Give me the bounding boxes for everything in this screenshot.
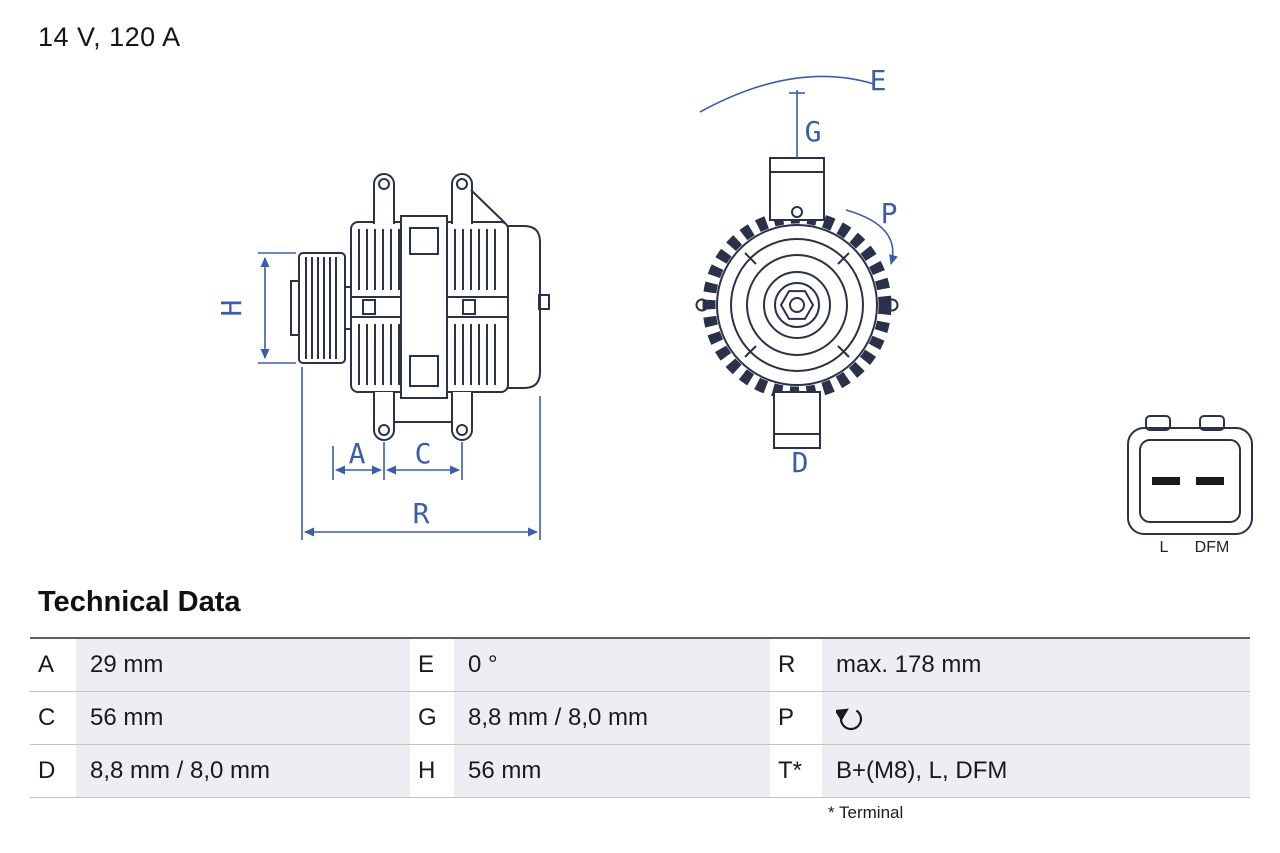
page-title: 14 V, 120 A [38, 22, 181, 52]
alternator-technical-drawing: H A C R E G P D [215, 64, 1253, 556]
front-view-dimensions [699, 75, 898, 265]
dim-label-p: P [881, 197, 898, 230]
dim-label-a: A [349, 437, 366, 470]
param-key-h: H [410, 745, 454, 797]
table-row: A 29 mm E 0 ° R max. 178 mm [30, 639, 1250, 692]
table-row: D 8,8 mm / 8,0 mm H 56 mm T* B+(M8), L, … [30, 745, 1250, 798]
param-value-a: 29 mm [76, 639, 410, 691]
param-value-r: max. 178 mm [822, 639, 1250, 691]
param-key-d: D [30, 745, 76, 797]
dim-label-g: G [805, 115, 822, 148]
param-key-p: P [770, 692, 822, 744]
param-value-e: 0 ° [454, 639, 770, 691]
param-value-d: 8,8 mm / 8,0 mm [76, 745, 410, 797]
dim-label-d: D [792, 446, 809, 479]
dim-label-c: C [415, 437, 432, 470]
alternator-side-view [290, 173, 550, 441]
param-key-r: R [770, 639, 822, 691]
rotation-direction-icon [836, 708, 863, 731]
dim-label-r: R [413, 497, 430, 530]
connector-pin-dfm [1196, 477, 1224, 485]
param-value-h: 56 mm [454, 745, 770, 797]
connector-label-dfm: DFM [1195, 539, 1230, 556]
connector-label-l: L [1160, 539, 1169, 556]
side-view-dimensions [258, 252, 541, 540]
technical-data-heading: Technical Data [38, 586, 241, 618]
dim-label-e: E [870, 64, 887, 97]
param-key-g: G [410, 692, 454, 744]
param-key-t: T* [770, 745, 822, 797]
alternator-front-view [695, 157, 899, 449]
dim-label-h: H [215, 300, 248, 317]
param-value-p [822, 692, 1250, 744]
param-value-c: 56 mm [76, 692, 410, 744]
technical-data-table: A 29 mm E 0 ° R max. 178 mm C 56 mm G 8,… [30, 637, 1250, 798]
connector-pin-l [1152, 477, 1180, 485]
param-key-e: E [410, 639, 454, 691]
terminal-footnote: * Terminal [828, 803, 904, 822]
table-row: C 56 mm G 8,8 mm / 8,0 mm P [30, 692, 1250, 745]
param-value-t: B+(M8), L, DFM [822, 745, 1250, 797]
param-value-g: 8,8 mm / 8,0 mm [454, 692, 770, 744]
connector-diagram [1127, 415, 1253, 535]
param-key-c: C [30, 692, 76, 744]
param-key-a: A [30, 639, 76, 691]
